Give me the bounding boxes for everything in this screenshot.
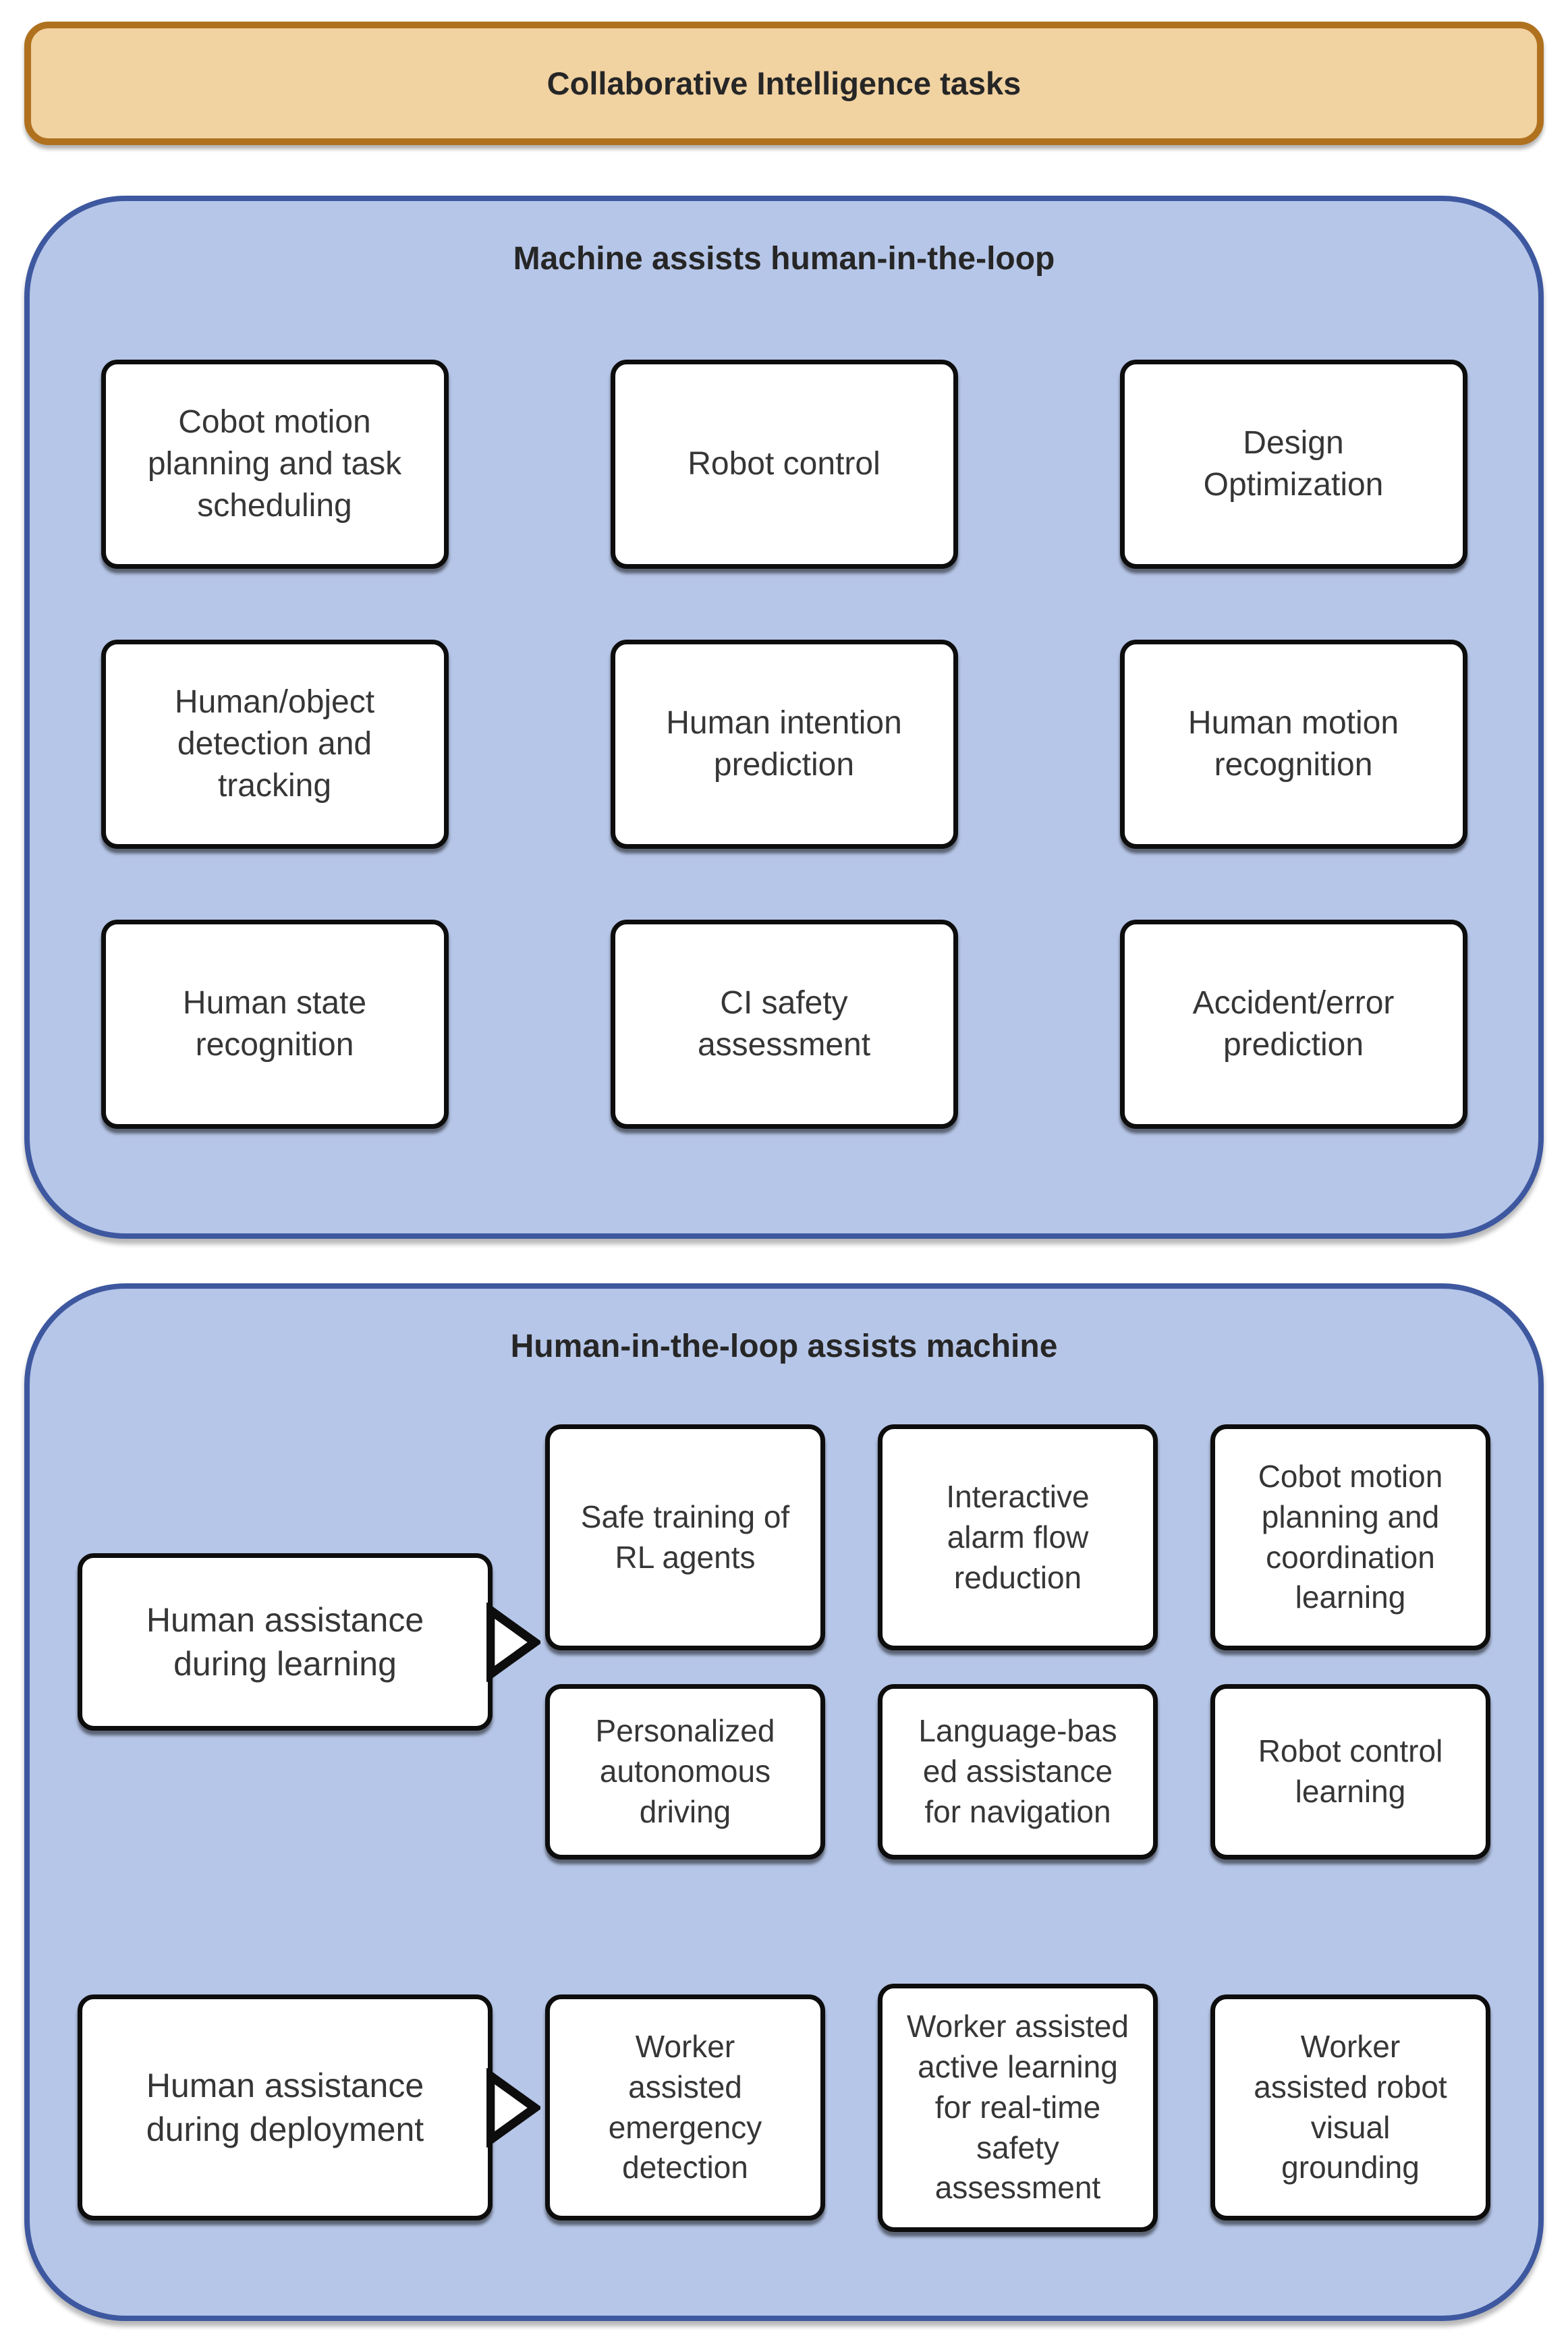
box-human-object-detection-tracking: Human/object detection and tracking bbox=[101, 640, 449, 849]
panel-machine-title: Machine assists human-in-the-loop bbox=[513, 241, 1055, 277]
box-human-assistance-during-deployment: Human assistance during deployment bbox=[78, 1994, 540, 2221]
box-label: Human state recognition bbox=[182, 984, 367, 1063]
box-worker-assisted-emergency-detection: Worker assisted emergency detection bbox=[545, 1994, 825, 2221]
box-accident-error-prediction: Accident/error prediction bbox=[1119, 920, 1467, 1129]
box-human-intention-prediction: Human intention prediction bbox=[610, 640, 958, 849]
panel-human-assists-machine: Human-in-the-loop assists machine Human … bbox=[24, 1283, 1544, 2321]
box-label: Human intention prediction bbox=[666, 704, 902, 783]
panel-machine-assists-human: Machine assists human-in-the-loop Cobot … bbox=[24, 196, 1544, 1239]
box-label: Robot control bbox=[688, 445, 880, 482]
box-label: Human assistance during deployment bbox=[146, 2066, 424, 2148]
box-worker-assisted-robot-visual-grounding: Worker assisted robot visual grounding bbox=[1210, 1994, 1490, 2221]
box-label: Human assistance during learning bbox=[146, 1600, 424, 1683]
box-robot-control-learning: Robot control learning bbox=[1210, 1684, 1490, 1860]
box-label: Personalized autonomous driving bbox=[595, 1713, 775, 1830]
box-ci-safety-assessment: CI safety assessment bbox=[610, 920, 958, 1129]
arrow-right-icon bbox=[485, 1602, 540, 1682]
box-worker-assisted-active-learning-safety-assessment: Worker assisted active learning for real… bbox=[878, 1983, 1158, 2232]
machine-assists-grid: Cobot motion planning and task schedulin… bbox=[30, 360, 1538, 1129]
box-robot-control: Robot control bbox=[610, 360, 958, 569]
box-personalized-autonomous-driving: Personalized autonomous driving bbox=[545, 1684, 825, 1860]
box-label: Cobot motion planning and coordination l… bbox=[1258, 1459, 1443, 1615]
box-human-state-recognition: Human state recognition bbox=[101, 920, 449, 1129]
box-design-optimization: Design Optimization bbox=[1119, 360, 1467, 569]
hitl-learning-grid: Human assistance during learning Safe tr… bbox=[30, 1424, 1538, 1860]
box-label: Interactive alarm flow reduction bbox=[946, 1478, 1090, 1595]
box-human-motion-recognition: Human motion recognition bbox=[1119, 640, 1467, 849]
box-language-based-assistance-navigation: Language-bas ed assistance for navigatio… bbox=[878, 1684, 1158, 1860]
arrow-right-icon bbox=[485, 2067, 540, 2148]
box-safe-training-rl-agents: Safe training of RL agents bbox=[545, 1424, 825, 1651]
box-label: Safe training of RL agents bbox=[580, 1499, 790, 1575]
box-label: Human/object detection and tracking bbox=[174, 683, 375, 804]
box-label: CI safety assessment bbox=[697, 984, 871, 1063]
box-label: Cobot motion planning and task schedulin… bbox=[147, 403, 402, 524]
box-cobot-motion-planning-coordination-learning: Cobot motion planning and coordination l… bbox=[1210, 1424, 1490, 1651]
box-label: Robot control learning bbox=[1258, 1733, 1443, 1810]
box-cobot-motion-planning-task-scheduling: Cobot motion planning and task schedulin… bbox=[101, 360, 449, 569]
box-human-assistance-during-learning: Human assistance during learning bbox=[78, 1553, 540, 1731]
box-label: Worker assisted robot visual grounding bbox=[1254, 2029, 1447, 2185]
box-interactive-alarm-flow-reduction: Interactive alarm flow reduction bbox=[878, 1424, 1158, 1651]
box-label: Accident/error prediction bbox=[1192, 984, 1395, 1063]
box-label: Worker assisted emergency detection bbox=[608, 2029, 762, 2185]
panel-hitl-title: Human-in-the-loop assists machine bbox=[510, 1329, 1058, 1364]
banner-title: Collaborative Intelligence tasks bbox=[547, 65, 1021, 101]
box-label: Worker assisted active learning for real… bbox=[907, 2009, 1129, 2206]
box-label: Human motion recognition bbox=[1187, 704, 1399, 783]
banner-collaborative-intelligence-tasks: Collaborative Intelligence tasks bbox=[24, 22, 1544, 145]
hitl-deployment-grid: Human assistance during deployment Worke… bbox=[30, 1983, 1538, 2232]
box-label: Language-bas ed assistance for navigatio… bbox=[918, 1713, 1117, 1830]
box-label: Design Optimization bbox=[1203, 424, 1384, 503]
